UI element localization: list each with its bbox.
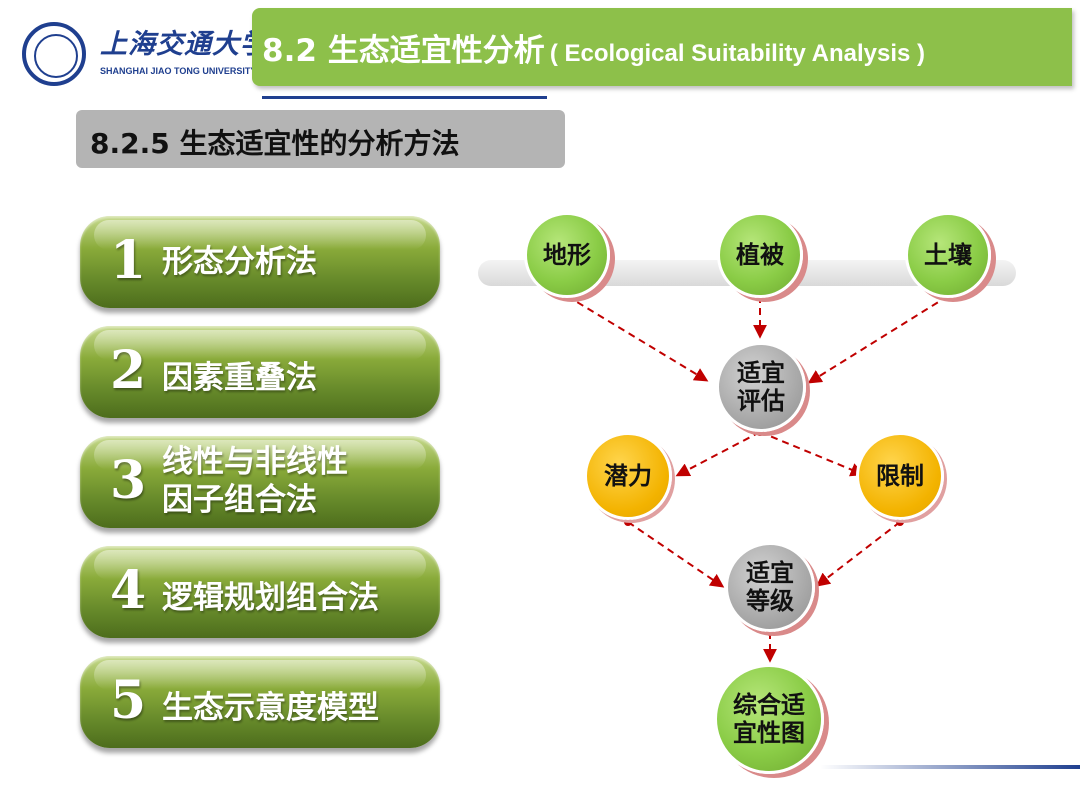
node-terrain: 地形: [524, 212, 610, 298]
slide-title-banner: 8.2 生态适宜性分析 ( Ecological Suitability Ana…: [252, 8, 1072, 86]
arrow-terrain-to-evaluate: [566, 295, 709, 382]
method-pill-2: 2 因素重叠法: [80, 326, 440, 418]
node-potential: 潜力: [584, 432, 672, 520]
node-result-line2: 宜性图: [733, 719, 805, 747]
section-heading: 8.2.5 生态适宜性的分析方法: [90, 127, 460, 160]
method-pill-5: 5 生态示意度模型: [80, 656, 440, 748]
method-label: 逻辑规划组合法: [162, 580, 379, 616]
method-label: 形态分析法: [162, 244, 317, 280]
arrow-evaluate-to-limitation: [759, 431, 865, 477]
node-vegetation: 植被: [717, 212, 803, 298]
slide-title-main: 8.2 生态适宜性分析: [262, 33, 545, 69]
node-vegetation-label: 植被: [736, 241, 784, 269]
node-grade-line2: 等级: [746, 587, 794, 615]
connector-dot: [624, 518, 632, 526]
node-suitability-grade: 适宜 等级: [725, 542, 815, 632]
node-suitability-evaluation: 适宜 评估: [716, 342, 806, 432]
method-number: 1: [110, 230, 147, 291]
method-number: 5: [110, 670, 147, 731]
method-number: 3: [110, 450, 147, 511]
node-soil-label: 土壤: [924, 241, 972, 269]
node-composite-suitability-map: 综合适 宜性图: [714, 664, 824, 774]
method-label: 因素重叠法: [162, 360, 317, 396]
node-grade-line1: 适宜: [746, 559, 794, 587]
node-limitation-label: 限制: [876, 462, 924, 490]
node-result-line1: 综合适: [733, 691, 805, 719]
method-number: 4: [110, 560, 147, 621]
section-heading-box: 8.2.5 生态适宜性的分析方法: [76, 110, 565, 168]
logo-chinese-name: 上海交通大学: [100, 29, 268, 60]
method-label: 生态示意度模型: [162, 690, 379, 726]
node-evaluate-line1: 适宜: [737, 359, 785, 387]
node-soil: 土壤: [905, 212, 991, 298]
method-pill-3: 3 线性与非线性 因子组合法: [80, 436, 440, 528]
footer-rule: [820, 765, 1080, 769]
header-rule: [262, 96, 547, 99]
node-evaluate-line2: 评估: [737, 387, 785, 415]
node-terrain-label: 地形: [543, 241, 591, 269]
node-limitation: 限制: [856, 432, 944, 520]
logo-english-name: SHANGHAI JIAO TONG UNIVERSITY: [100, 66, 257, 76]
arrow-limitation-to-grade: [815, 521, 901, 587]
arrow-soil-to-evaluate: [807, 295, 949, 384]
method-pill-1: 1 形态分析法: [80, 216, 440, 308]
method-label-line2: 因子组合法: [162, 482, 317, 518]
method-number: 2: [110, 340, 147, 401]
method-label-line1: 线性与非线性: [162, 444, 348, 480]
arrow-potential-to-grade: [627, 521, 725, 588]
sjtu-logo-seal-icon: [22, 22, 86, 86]
arrow-evaluate-to-potential: [675, 431, 761, 477]
method-pill-4: 4 逻辑规划组合法: [80, 546, 440, 638]
slide-title: 8.2 生态适宜性分析 ( Ecological Suitability Ana…: [262, 25, 925, 70]
connector-dot: [896, 518, 904, 526]
node-potential-label: 潜力: [604, 462, 652, 490]
slide-title-english: ( Ecological Suitability Analysis ): [549, 40, 926, 67]
